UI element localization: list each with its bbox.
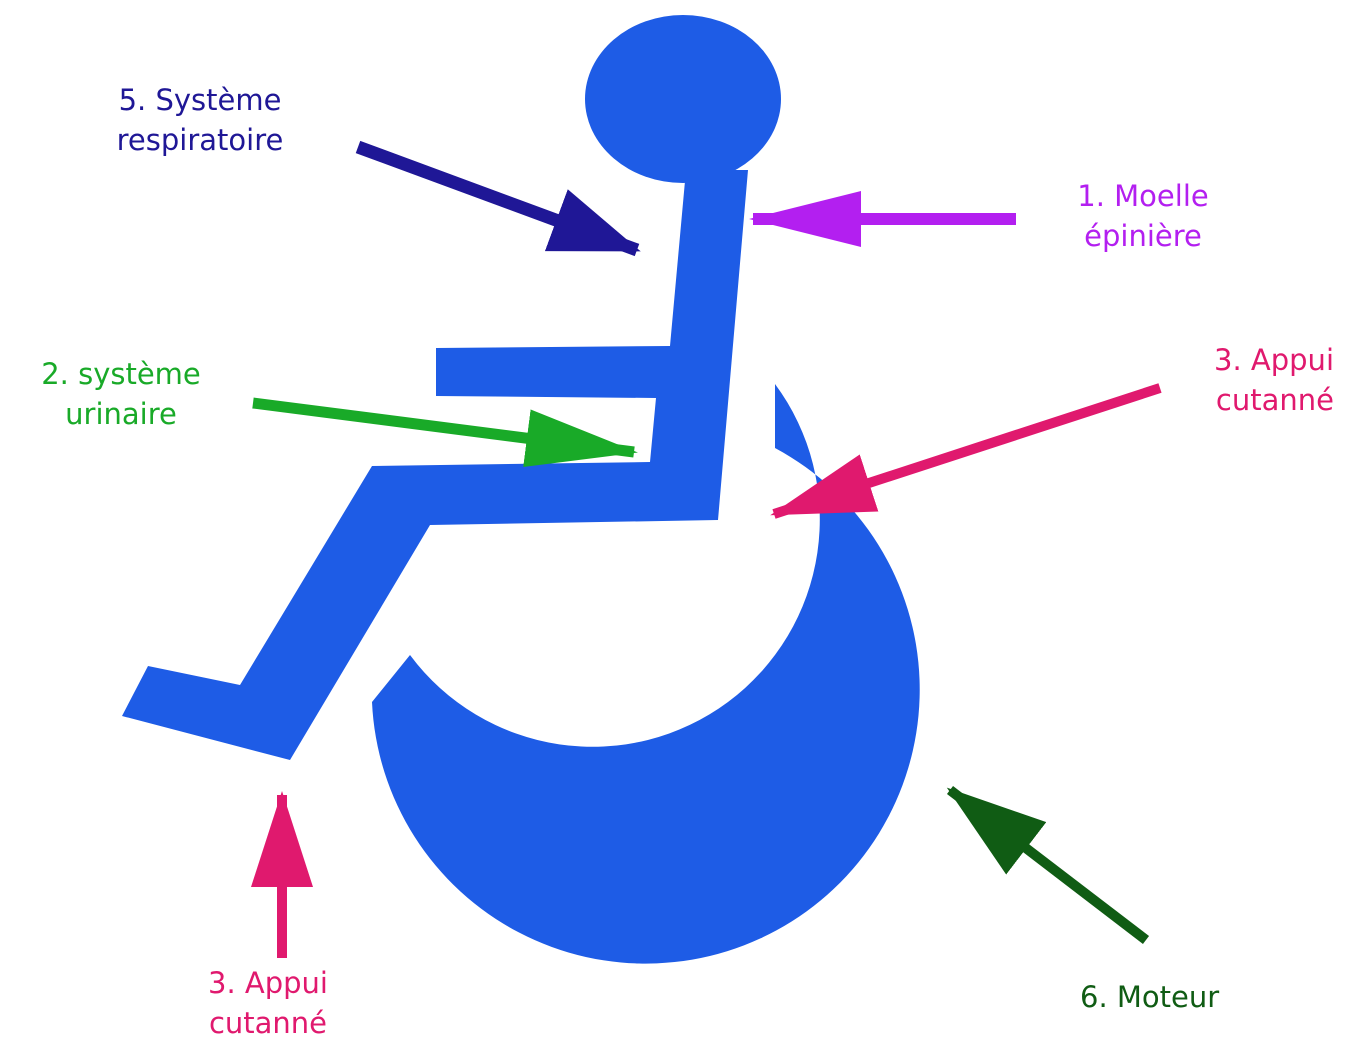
label-respiratory: 5. Système respiratoire [90,80,310,160]
label-skin-pressure-right: 3. Appui cutanné [1130,340,1334,420]
label-urinary-line1: 2. système [41,357,201,391]
label-urinary: 2. système urinaire [14,354,228,434]
label-skin-pressure-right-line1: 3. Appui [1214,343,1334,377]
label-respiratory-line2: respiratoire [116,123,284,157]
skin-pressure-arrow-right [770,383,1162,519]
label-spinal-cord: 1. Moelle épinière [1043,176,1243,256]
label-skin-pressure-bottom-line2: cutanné [208,1006,328,1040]
respiratory-arrow [355,140,641,257]
wheel-arc [372,384,920,964]
label-motor: 6. Moteur [1080,977,1280,1017]
head-circle [585,15,781,183]
motor-arrow [946,786,1150,944]
label-spinal-cord-line1: 1. Moelle [1077,179,1209,213]
label-respiratory-line1: 5. Système [118,83,282,117]
label-spinal-cord-line2: épinière [1084,219,1202,253]
label-skin-pressure-right-line2: cutanné [1215,383,1334,417]
label-urinary-line2: urinaire [65,397,177,431]
label-skin-pressure-bottom-line1: 3. Appui [208,966,328,1000]
label-skin-pressure-bottom: 3. Appui cutanné [166,963,370,1043]
urinary-arrow [252,397,638,467]
label-motor-line1: 6. Moteur [1080,980,1220,1014]
torso-and-legs [122,170,748,760]
